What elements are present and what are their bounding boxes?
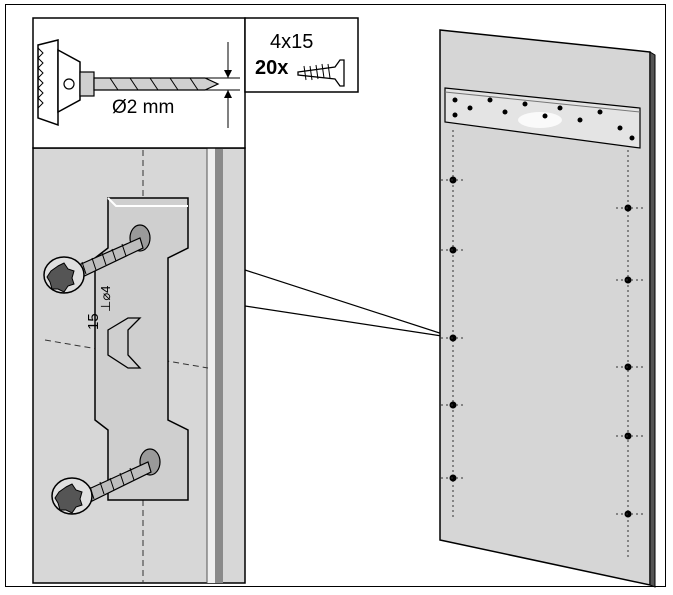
bracket-arrow-mark xyxy=(107,317,142,369)
drill-instruction-box xyxy=(32,17,246,149)
door-panel xyxy=(439,29,656,588)
screw-size-label: 4x15 xyxy=(270,31,314,53)
panel-edge-shadow xyxy=(215,148,223,583)
screw-bottom xyxy=(51,461,152,515)
offset-dimension-label: 15 xyxy=(85,313,102,330)
screw-top xyxy=(43,237,144,294)
figure-frame xyxy=(5,4,666,587)
top-mounting-rail xyxy=(444,87,641,149)
detail-view xyxy=(32,147,246,584)
screw-instruction-box xyxy=(244,17,359,93)
screw-quantity-label: 20x xyxy=(255,57,289,79)
screw-icon xyxy=(297,59,345,87)
drill-bit-icon xyxy=(93,77,220,91)
drill-diameter-label: Ø2 mm xyxy=(112,97,175,118)
callout-line-lower xyxy=(244,305,456,339)
callout-line-upper xyxy=(244,269,456,339)
bracket-marking-label: ⊥⌀4 xyxy=(98,285,113,312)
panel-edge-highlight xyxy=(207,148,215,583)
